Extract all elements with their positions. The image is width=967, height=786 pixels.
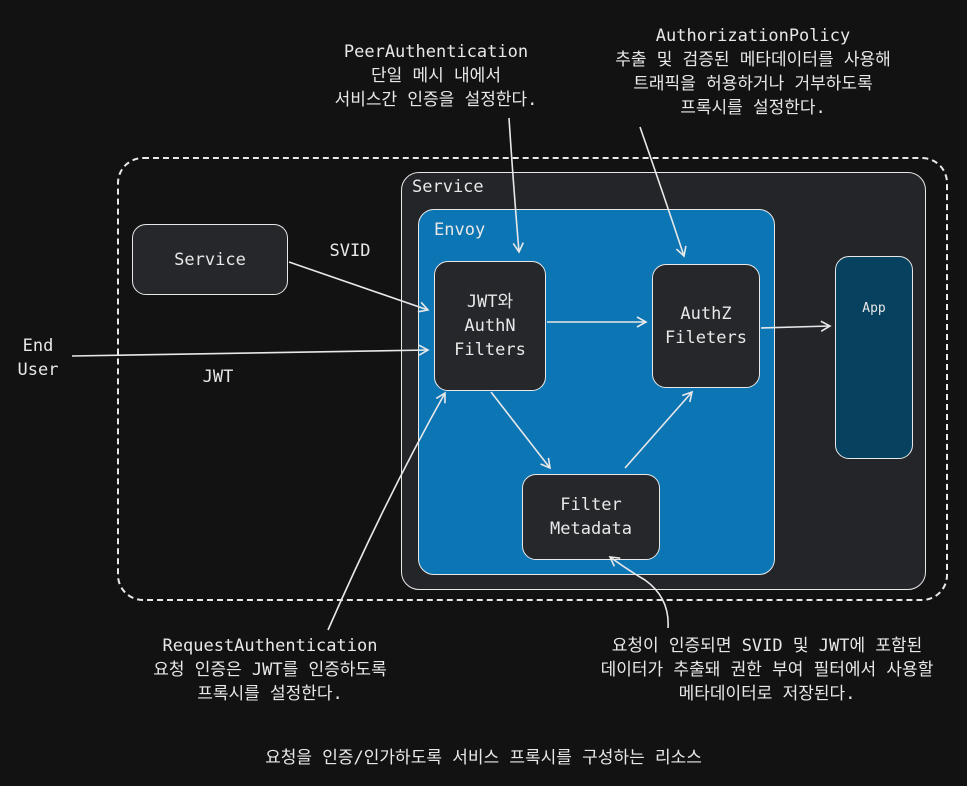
authz-filters-label: AuthZ Fileters bbox=[665, 304, 747, 348]
jwt-authn-filters-label: JWT와 AuthN Filters bbox=[454, 292, 526, 360]
authorization-policy-note: AuthorizationPolicy 추출 및 검증된 메타데이터를 사용해 … bbox=[615, 26, 891, 118]
service-node-label: Service bbox=[174, 249, 246, 270]
arrow-metadata-to-authz bbox=[624, 390, 694, 469]
arrow-note-to-metadata bbox=[608, 556, 669, 629]
arrow-authzpolicy-to-authz bbox=[639, 126, 687, 258]
end-user-label: End User bbox=[17, 336, 59, 380]
mesh-boundary bbox=[117, 157, 948, 601]
jwt-authn-filters-node: JWT와 AuthN Filters bbox=[434, 261, 546, 391]
filter-metadata-label: Filter Metadata bbox=[550, 495, 632, 539]
arrow-jwt-to-metadata bbox=[490, 391, 552, 470]
jwt-label: JWT bbox=[202, 367, 234, 387]
arrow-authz-to-app bbox=[760, 320, 832, 332]
diagram-caption: 요청을 인증/인가하도록 서비스 프록시를 구성하는 리소스 bbox=[265, 748, 702, 768]
request-authentication-note: RequestAuthentication 요청 인증은 JWT를 인증하도록 … bbox=[153, 636, 387, 704]
envoy-container-label: Envoy bbox=[434, 220, 486, 240]
metadata-note: 요청이 인증되면 SVID 및 JWT에 포함된 데이터가 추출돼 권한 부여 … bbox=[600, 636, 934, 704]
arrow-service-to-jwt bbox=[288, 261, 430, 313]
app-node: App bbox=[835, 256, 913, 459]
arrow-enduser-to-jwt bbox=[71, 344, 430, 357]
service-node: Service bbox=[132, 224, 288, 295]
app-node-label: App bbox=[862, 301, 886, 316]
svid-label: SVID bbox=[329, 241, 371, 261]
peer-authentication-note: PeerAuthentication 단일 메시 내에서 서비스간 인증을 설정… bbox=[334, 42, 538, 110]
filter-metadata-node: Filter Metadata bbox=[522, 474, 660, 560]
arrow-peerauth-to-jwt bbox=[508, 117, 524, 254]
authz-filters-node: AuthZ Fileters bbox=[652, 264, 760, 388]
service-container-label: Service bbox=[412, 177, 484, 197]
arrow-requestauth-to-jwt bbox=[327, 391, 446, 631]
